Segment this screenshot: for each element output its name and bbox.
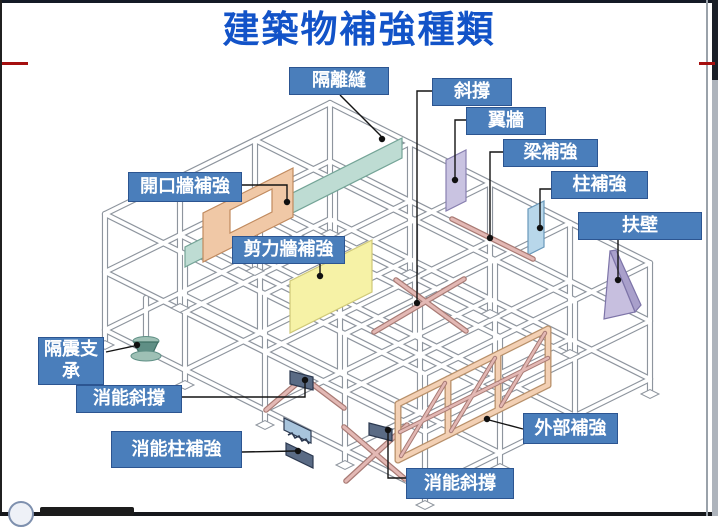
slide-right-edge bbox=[712, 0, 718, 516]
column-damper-top-plate bbox=[283, 417, 312, 444]
chevron-damper bbox=[289, 370, 314, 391]
label-energy-dissipation-brace-lower: 消能斜撐 bbox=[406, 468, 514, 499]
bearing-base bbox=[130, 350, 162, 362]
label-diagonal-brace: 斜撐 bbox=[432, 78, 512, 106]
buttress-shape bbox=[603, 250, 636, 320]
label-seismic-isolation-bearing: 隔震支承 bbox=[38, 337, 104, 385]
label-beam-reinforcement: 梁補強 bbox=[503, 139, 598, 167]
red-rule-right-tick bbox=[699, 62, 715, 65]
label-shear-wall-reinforcement: 剪力牆補強 bbox=[232, 236, 345, 264]
shear-wall-panel bbox=[289, 239, 373, 334]
label-external-reinforcement: 外部補強 bbox=[523, 413, 618, 444]
slide-left-border bbox=[0, 0, 2, 516]
footer-logo-text-bar bbox=[40, 507, 134, 516]
label-column-reinforcement: 柱補強 bbox=[551, 171, 648, 199]
leader-dots bbox=[133, 135, 622, 455]
label-opening-wall-reinforcement: 開口牆補強 bbox=[128, 172, 242, 202]
column-damper-coil bbox=[287, 431, 310, 445]
label-wing-wall: 翼牆 bbox=[466, 107, 546, 135]
slide-bottom-border bbox=[0, 512, 718, 516]
label-energy-dissipation-brace: 消能斜撐 bbox=[76, 385, 182, 413]
leader-lines bbox=[105, 90, 619, 479]
column-damper-bottom-plate bbox=[285, 442, 314, 469]
red-rule-left-tick bbox=[2, 62, 28, 65]
panels-group bbox=[130, 137, 642, 362]
page-title: 建築物補強種類 bbox=[222, 9, 496, 50]
opening-wall-window bbox=[229, 188, 273, 234]
slide-top-border bbox=[0, 0, 718, 3]
slide-right-border-line bbox=[706, 0, 708, 516]
label-isolation-joint: 隔離縫 bbox=[289, 67, 389, 95]
label-energy-dissipation-column: 消能柱補強 bbox=[111, 431, 242, 468]
label-buttress: 扶壁 bbox=[578, 212, 702, 240]
footer-logo-icon bbox=[8, 501, 34, 527]
